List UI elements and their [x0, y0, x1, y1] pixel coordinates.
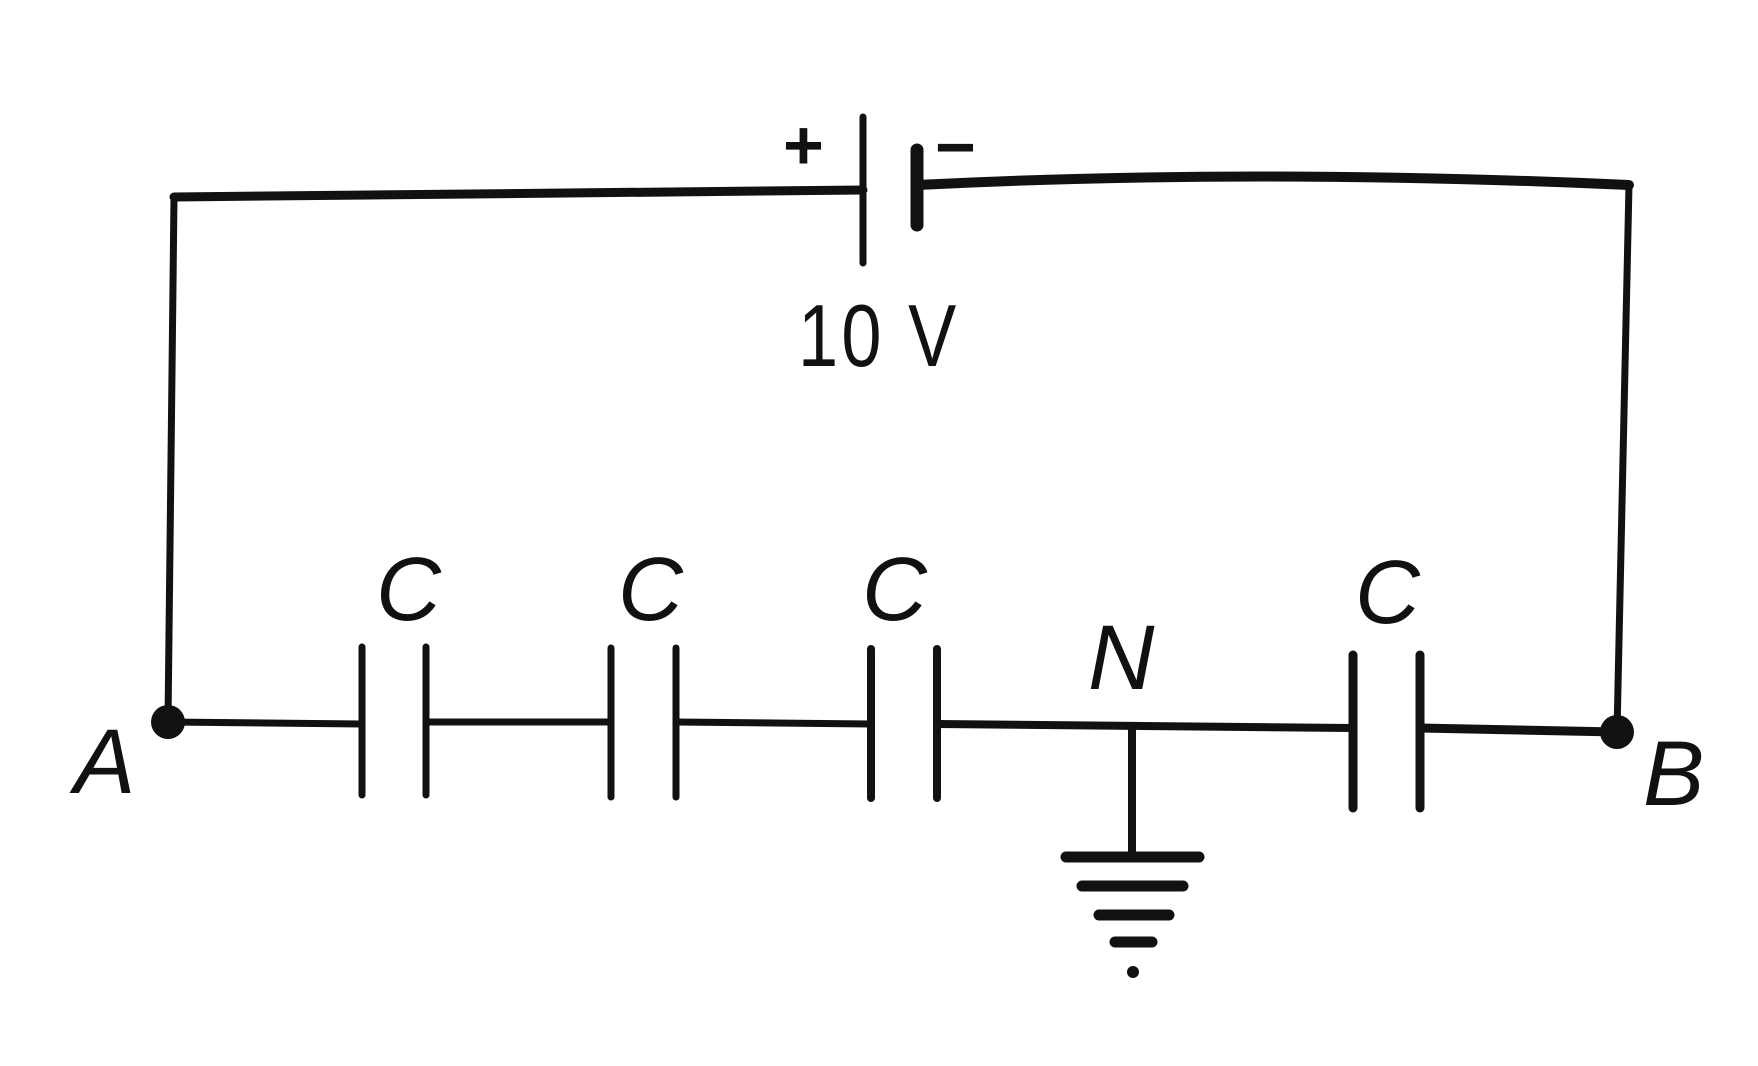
capacitor-2-label: C — [618, 540, 683, 640]
battery-voltage-label: 10 V — [798, 286, 960, 385]
left-wire — [164, 193, 178, 726]
battery-positive-sign: + — [783, 106, 824, 184]
node-b-dot — [1600, 715, 1634, 749]
wire-c3-to-c4 — [933, 720, 1357, 732]
node-n-label: N — [1088, 607, 1155, 709]
battery-negative-sign: − — [935, 108, 976, 186]
top-wire-left — [169, 185, 868, 202]
right-wire — [1613, 181, 1633, 736]
node-b-label: B — [1643, 723, 1705, 825]
capacitor-3-label: C — [862, 540, 927, 640]
wire-c2-to-c3 — [672, 718, 875, 728]
ground-tip-dot — [1127, 966, 1139, 978]
capacitor-4-label: C — [1355, 543, 1420, 643]
capacitor-1-label: C — [376, 540, 441, 640]
wire-c4-to-b — [1415, 723, 1622, 737]
wire-a-to-c1 — [164, 718, 366, 728]
node-a-dot — [151, 705, 185, 739]
node-a-label: A — [74, 711, 136, 813]
top-wire-right — [912, 171, 1634, 190]
